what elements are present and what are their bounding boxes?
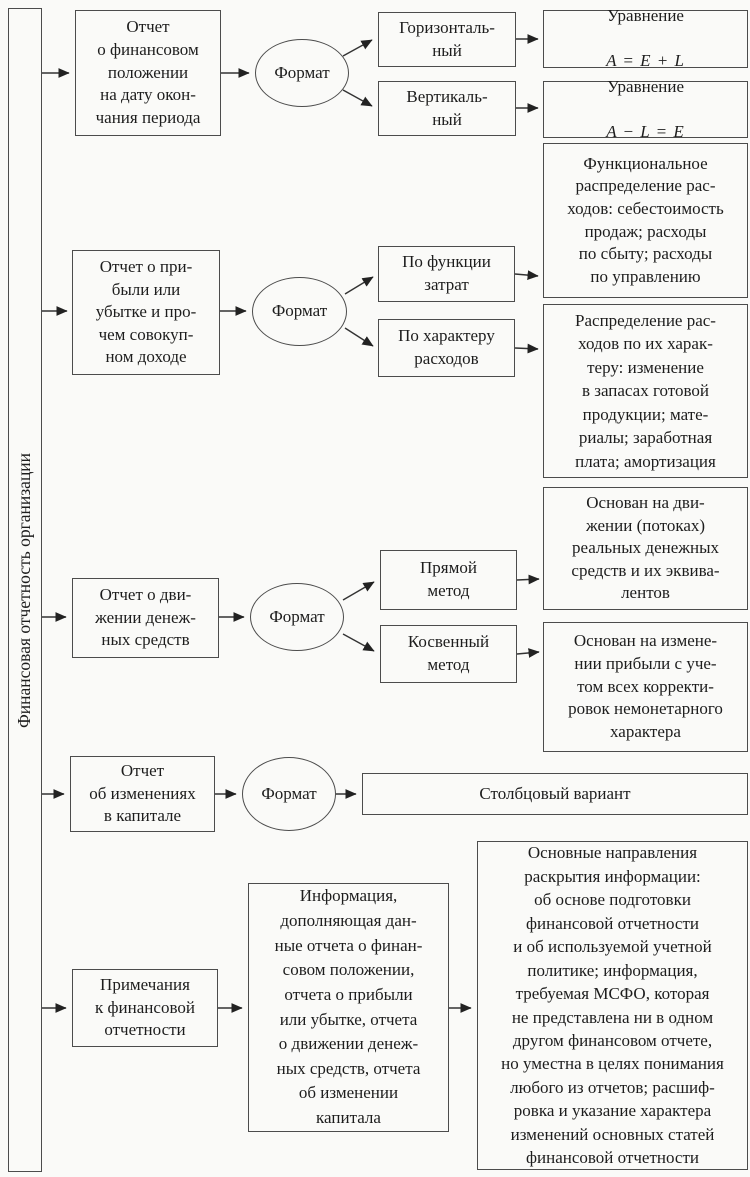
result-label: Функциональное распределение рас- ходов:… — [567, 153, 724, 286]
option-label: Косвенный метод — [407, 632, 490, 674]
format-label: Формат — [274, 62, 330, 82]
report-box-profit-loss: Отчет о при- были или убытке и про- чем … — [72, 250, 220, 375]
result-box-functional-allocation: Функциональное распределение рас- ходов:… — [543, 143, 748, 298]
option-box-vertical: Вертикаль- ный — [378, 81, 516, 136]
equation-formula: A = E + L — [606, 51, 685, 71]
result-box-column-variant: Столбцовый вариант — [362, 773, 748, 815]
spine-label: Финансовая отчетность организации — [14, 452, 35, 728]
option-box-by-nature: По характеру расходов — [378, 319, 515, 377]
report-box-changes-in-equity: Отчет об изменениях в капитале — [70, 756, 215, 832]
format-oval-row4: Формат — [242, 757, 336, 831]
option-box-horizontal: Горизонталь- ный — [378, 12, 516, 67]
format-oval-row2: Формат — [252, 277, 347, 346]
equation-formula: A − L = E — [606, 121, 685, 141]
details-label: Основные направления раскрытия информаци… — [501, 843, 724, 1168]
report-label: Отчет о при- были или убытке и про- чем … — [95, 256, 197, 367]
info-label: Информация, дополняющая дан- ные отчета … — [274, 886, 423, 1128]
report-label: Отчет о дви- жении денеж- ных средств — [95, 585, 196, 650]
result-box-indirect-method-description: Основан на измене- нии прибыли с уче- то… — [543, 622, 748, 752]
option-box-by-function: По функции затрат — [378, 246, 515, 302]
report-label: Примечания к финансовой отчетности — [95, 975, 195, 1040]
format-label: Формат — [261, 783, 317, 803]
report-box-notes: Примечания к финансовой отчетности — [72, 969, 218, 1047]
format-label: Формат — [269, 606, 325, 626]
report-label: Отчет об изменениях в капитале — [89, 761, 196, 826]
format-oval-row3: Формат — [250, 583, 344, 651]
report-label: Отчет о финансовом положении на дату око… — [95, 17, 201, 127]
result-label: Распределение рас- ходов по их харак- те… — [575, 310, 716, 471]
result-box-equation-horizontal: Уравнение A = E + L — [543, 6, 748, 70]
result-box-direct-method-description: Основан на дви- жении (потоках) реальных… — [543, 487, 748, 610]
report-box-cash-flow: Отчет о дви- жении денеж- ных средств — [72, 578, 219, 658]
info-box-supplementary-information: Информация, дополняющая дан- ные отчета … — [248, 883, 449, 1132]
option-label: По характеру расходов — [398, 326, 495, 368]
result-label: Столбцовый вариант — [479, 783, 631, 803]
details-box-disclosure-directions: Основные направления раскрытия информаци… — [477, 841, 748, 1170]
spine-box-financial-statements: Финансовая отчетность организации — [8, 8, 42, 1172]
option-label: Вертикаль- ный — [406, 86, 488, 129]
result-box-equation-vertical: Уравнение A − L = E — [543, 77, 748, 141]
option-box-indirect-method: Косвенный метод — [380, 625, 517, 683]
result-box-nature-allocation: Распределение рас- ходов по их харак- те… — [543, 304, 748, 478]
option-label: По функции затрат — [402, 252, 491, 294]
format-label: Формат — [271, 301, 328, 321]
result-label: Основан на измене- нии прибыли с уче- то… — [568, 631, 723, 741]
option-label: Прямой метод — [420, 558, 477, 600]
report-box-financial-position: Отчет о финансовом положении на дату око… — [75, 10, 221, 136]
equation-title: Уравнение — [606, 6, 684, 26]
equation-title: Уравнение — [607, 76, 684, 96]
option-box-direct-method: Прямой метод — [380, 550, 517, 610]
option-label: Горизонталь- ный — [399, 17, 495, 60]
result-label: Основан на дви- жении (потоках) реальных… — [571, 492, 720, 603]
format-oval-row1: Формат — [255, 39, 349, 107]
